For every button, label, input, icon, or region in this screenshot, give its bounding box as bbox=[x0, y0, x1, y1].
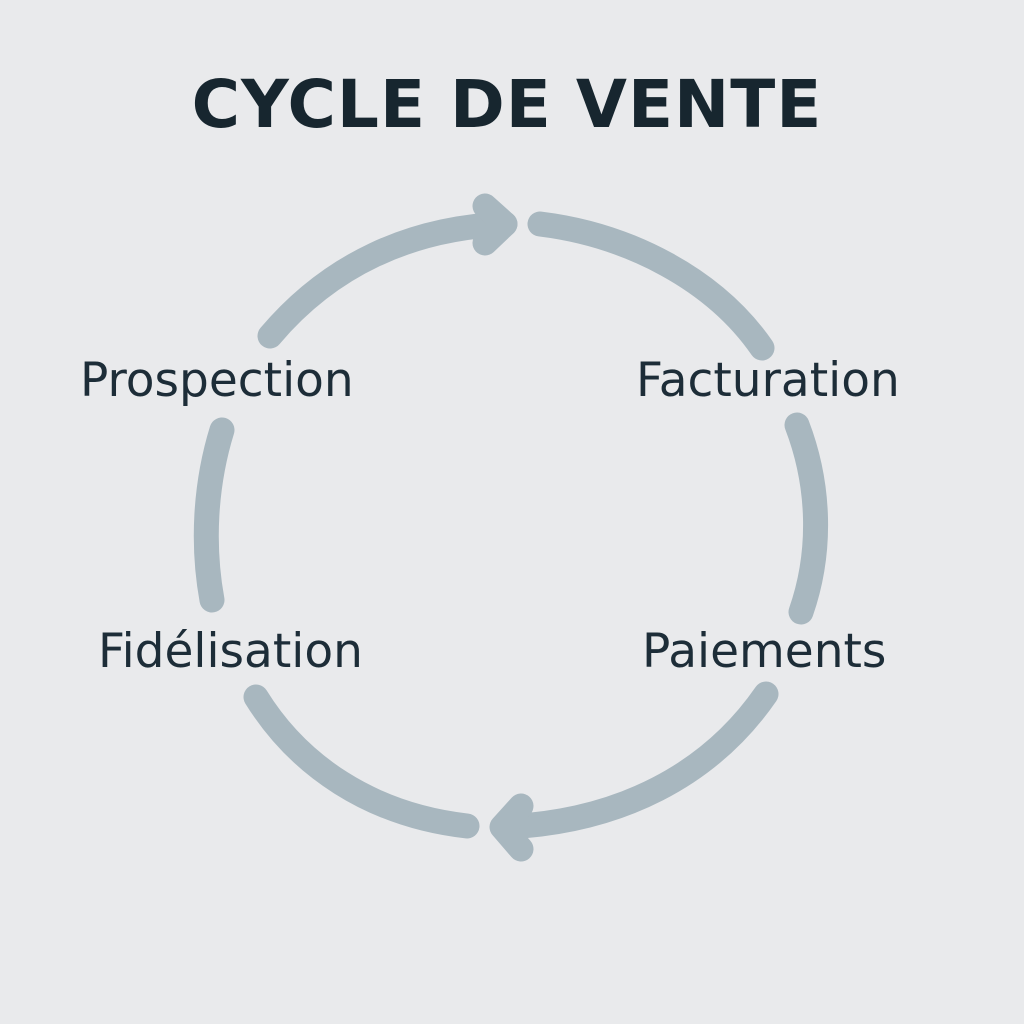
step-label-paiements: Paiements bbox=[642, 624, 887, 679]
diagram-title: CYCLE DE VENTE bbox=[191, 66, 823, 143]
arrowhead-bottom-icon bbox=[489, 793, 534, 862]
arc-top-to-facturation bbox=[527, 211, 775, 361]
step-label-fidelisation: Fidélisation bbox=[98, 624, 363, 679]
arc-bottom-to-fidelisation bbox=[243, 684, 480, 839]
step-label-facturation: Facturation bbox=[636, 353, 900, 408]
arc-prospection-to-facturation bbox=[257, 211, 518, 349]
arc-fidelisation-to-prospection bbox=[193, 417, 235, 613]
step-label-prospection: Prospection bbox=[80, 353, 354, 408]
arc-facturation-to-paiements bbox=[784, 412, 828, 625]
arrowhead-top-icon bbox=[472, 193, 518, 256]
arc-paiements-to-fidelisation bbox=[492, 681, 779, 840]
